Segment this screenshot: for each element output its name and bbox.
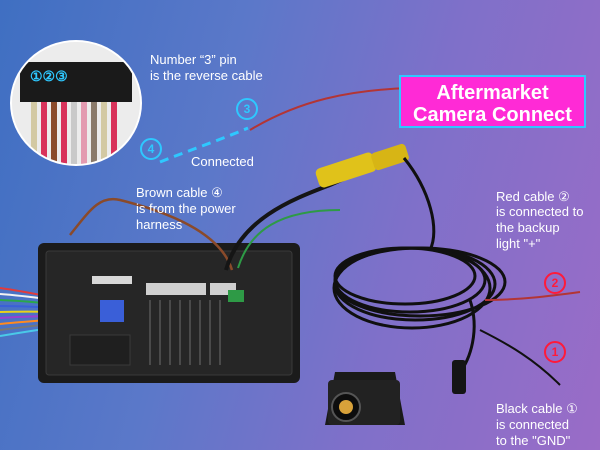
brown-cable bbox=[69, 197, 234, 271]
red-note-line3: the backup bbox=[496, 220, 560, 235]
red-tail bbox=[484, 291, 581, 301]
brown-note-line3: harness bbox=[136, 217, 183, 232]
title-line2: Camera Connect bbox=[413, 104, 572, 126]
cable-coil bbox=[332, 157, 507, 373]
marker-3: 3 bbox=[236, 98, 258, 120]
marker-4: 4 bbox=[140, 138, 162, 160]
connected-label: Connected bbox=[191, 154, 254, 169]
red-note-line1: Red cable ② bbox=[496, 189, 570, 204]
backup-camera bbox=[325, 360, 466, 425]
title-line1: Aftermarket bbox=[436, 82, 549, 104]
pin-note-line2: is the reverse cable bbox=[150, 68, 263, 83]
green-cable bbox=[237, 209, 341, 269]
connection-dash bbox=[159, 126, 249, 164]
harness-closeup-image bbox=[12, 42, 140, 164]
head-unit bbox=[38, 243, 300, 383]
brown-note-line2: is from the power bbox=[136, 201, 236, 216]
harness-closeup bbox=[10, 40, 142, 166]
pin-note-line1: Number “3” pin bbox=[150, 52, 237, 67]
reverse-cable bbox=[249, 87, 411, 131]
black-tail bbox=[479, 329, 561, 386]
brown-note-line1: Brown cable ④ bbox=[136, 185, 223, 200]
marker-1: 1 bbox=[544, 341, 566, 363]
pin-numbers: ①②③ bbox=[30, 68, 68, 84]
rca-connector bbox=[315, 143, 409, 188]
red-note-line2: is connected to bbox=[496, 204, 584, 219]
black-note-line2: is connected bbox=[496, 417, 569, 432]
marker-2: 2 bbox=[544, 272, 566, 294]
title-banner: Aftermarket Camera Connect bbox=[399, 75, 586, 128]
black-note-line1: Black cable ① bbox=[496, 401, 578, 416]
black-note-line3: to the "GND" bbox=[496, 433, 571, 448]
red-note-line4: light "+" bbox=[496, 236, 541, 251]
